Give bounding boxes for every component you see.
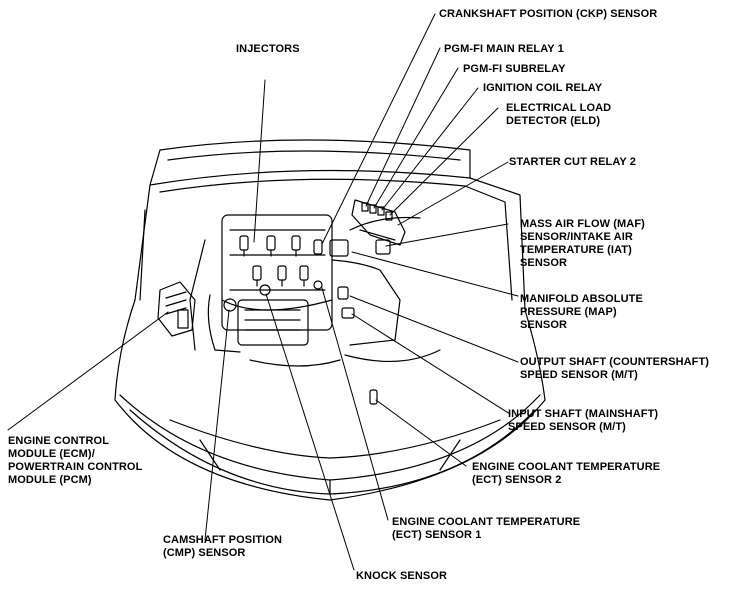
starter-cut-relay-label: STARTER CUT RELAY 2: [509, 156, 636, 168]
knock-sensor-label: KNOCK SENSOR: [356, 570, 448, 582]
eld-label: ELECTRICAL LOAD DETECTOR (ELD): [506, 102, 612, 127]
ecm-pcm-label: ENGINE CONTROL MODULE (ECM)/ POWERTRAIN …: [8, 435, 143, 486]
injectors-label: INJECTORS: [236, 43, 300, 55]
pgm-fi-main-relay-label: PGM-FI MAIN RELAY 1: [444, 43, 564, 55]
input-shaft-sensor-label: INPUT SHAFT (MAINSHAFT) SPEED SENSOR (M/…: [508, 408, 659, 433]
ignition-coil-relay-label: IGNITION COIL RELAY: [483, 82, 603, 94]
map-sensor-label: MANIFOLD ABSOLUTE PRESSURE (MAP) SENSOR: [520, 293, 643, 331]
ect-sensor-1-label: ENGINE COOLANT TEMPERATURE (ECT) SENSOR …: [392, 516, 581, 541]
ecm-module: [157, 281, 196, 337]
sensor-parts: [223, 239, 391, 405]
output-shaft-sensor-label: OUTPUT SHAFT (COUNTERSHAFT) SPEED SENSOR…: [520, 356, 710, 381]
leader-lines: [7, 13, 519, 571]
ect-sensor-2-label: ENGINE COOLANT TEMPERATURE (ECT) SENSOR …: [472, 461, 661, 486]
injector-parts: [239, 235, 309, 287]
ckp-sensor-label: CRANKSHAFT POSITION (CKP) SENSOR: [439, 8, 658, 20]
relay-box: [351, 199, 406, 246]
cmp-sensor-label: CAMSHAFT POSITION (CMP) SENSOR: [163, 534, 283, 559]
maf-iat-sensor-label: MASS AIR FLOW (MAF) SENSOR/INTAKE AIR TE…: [520, 218, 645, 269]
car-body-outline: [114, 139, 546, 501]
engine-block: [189, 214, 441, 367]
pgm-fi-subrelay-label: PGM-FI SUBRELAY: [463, 63, 566, 75]
